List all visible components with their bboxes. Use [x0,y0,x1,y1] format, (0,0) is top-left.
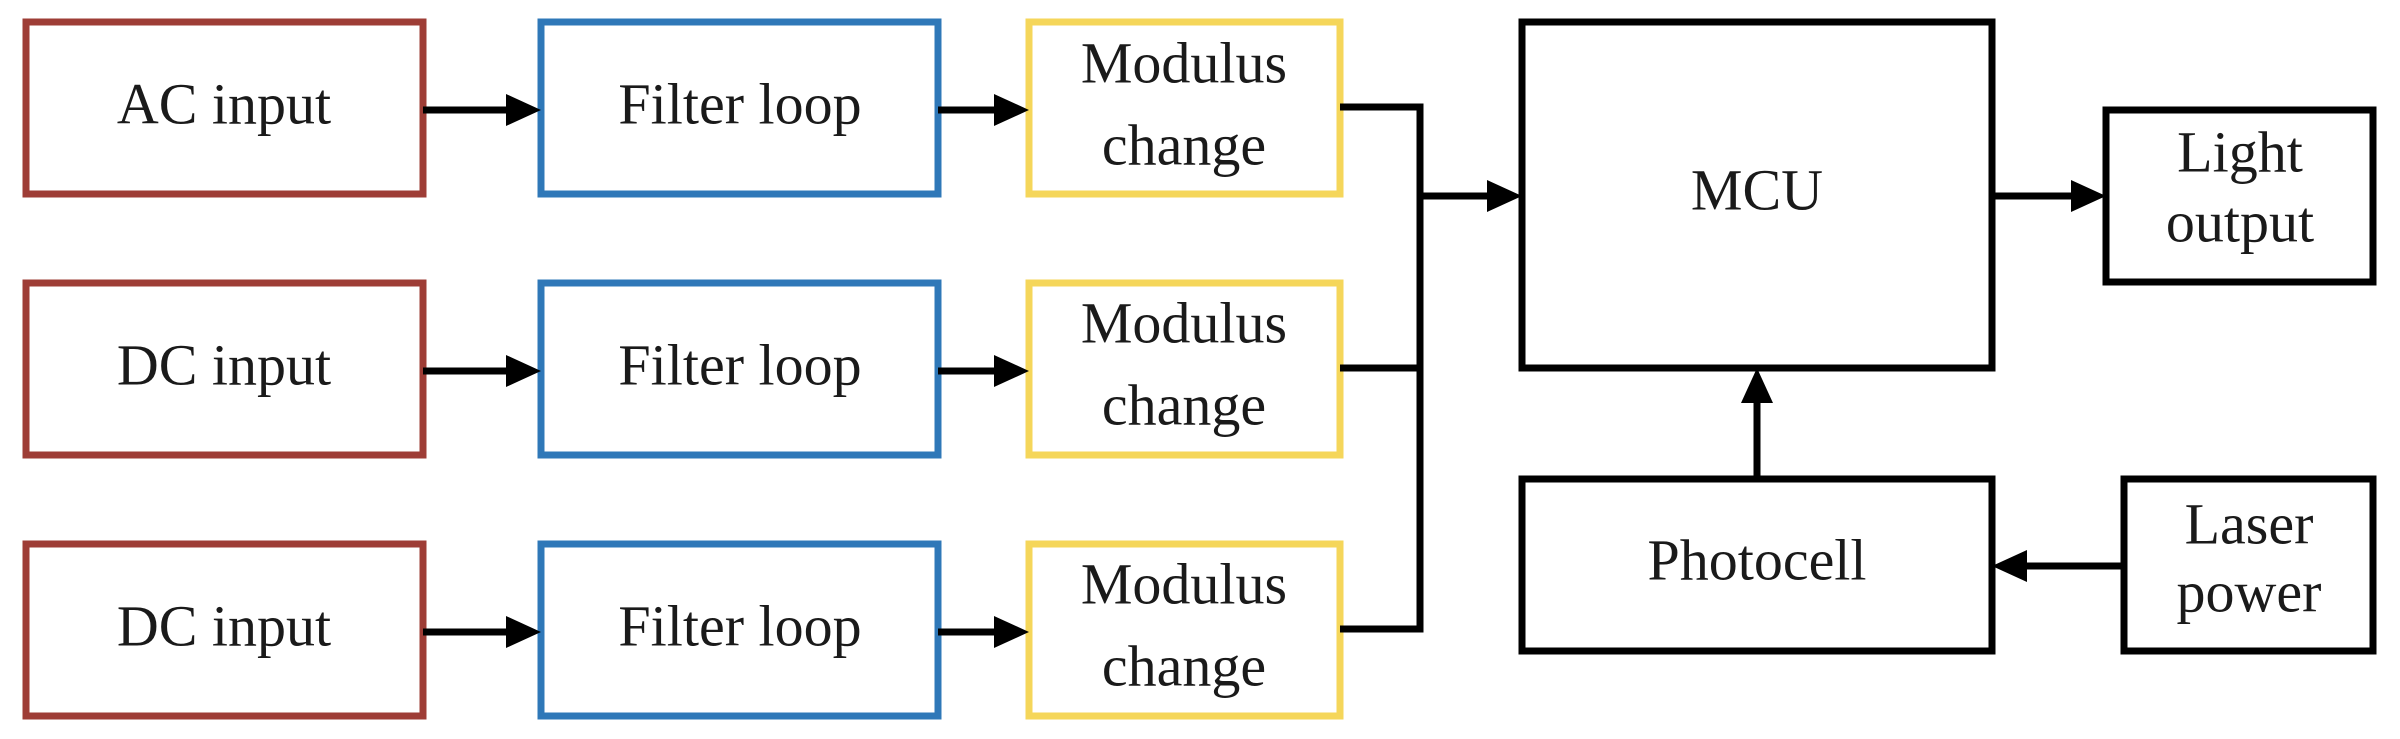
modulus-change-label-1a: Modulus [1081,30,1287,95]
modulus-change-box-1 [1025,18,1344,198]
row-arrows [423,94,1029,648]
arrowhead-bus-to-mcu [1487,180,1522,212]
light-output-box [2102,106,2377,286]
laser-power-label-b: power [2177,559,2322,624]
arrowhead-laser-to-photocell [1992,550,2027,582]
row-1: AC input Filter loop Modulus change [22,18,1344,198]
modulus-change-box-3 [1025,540,1344,720]
laser-power: Laser power [1992,475,2377,655]
filter-loop-box-1 [537,18,942,198]
arrowhead-filter1-to-modulus1 [994,94,1029,126]
arrowhead-dc1-to-filter [506,355,541,387]
filter-loop-box-3 [537,540,942,720]
dc-input-box-2 [22,540,427,720]
bus-to-mcu [1340,103,1522,633]
dc-input-label-1: DC input [117,332,331,397]
bus-line-modulus3 [1340,196,1424,633]
arrowhead-dc2-to-filter [506,616,541,648]
light-output-label-b: output [2166,189,2314,254]
filter-loop-label-1: Filter loop [618,71,861,136]
modulus-change-box-2 [1025,279,1344,459]
photocell-label: Photocell [1647,527,1866,592]
ac-input-box [22,18,427,198]
row-3: DC input Filter loop Modulus change [22,540,1344,720]
ac-input-label: AC input [117,71,331,136]
photocell: Photocell [1518,368,1996,655]
arrowhead-mcu-to-light [2071,180,2106,212]
filter-loop-label-2: Filter loop [618,332,861,397]
photocell-box [1518,475,1996,655]
arrowhead-ac-to-filter [506,94,541,126]
modulus-change-label-2b: change [1102,372,1266,437]
mcu-label: MCU [1691,157,1823,222]
arrowhead-filter2-to-modulus2 [994,355,1029,387]
modulus-change-label-2a: Modulus [1081,290,1287,355]
filter-loop-box-2 [537,279,942,459]
light-output-label-a: Light [2177,119,2303,184]
mcu: MCU [1518,18,1996,372]
row-2: DC input Filter loop Modulus change [22,279,1344,459]
light-output: Light output [1992,106,2377,286]
modulus-change-label-3b: change [1102,633,1266,698]
arrowhead-filter3-to-modulus3 [994,616,1029,648]
laser-power-label-a: Laser [2185,491,2314,556]
mcu-box [1518,18,1996,372]
modulus-change-label-3a: Modulus [1081,551,1287,616]
modulus-change-label-1b: change [1102,112,1266,177]
bus-line-modulus1 [1340,103,1424,196]
dc-input-label-2: DC input [117,593,331,658]
arrowhead-photocell-to-mcu [1741,368,1773,403]
filter-loop-label-3: Filter loop [618,593,861,658]
